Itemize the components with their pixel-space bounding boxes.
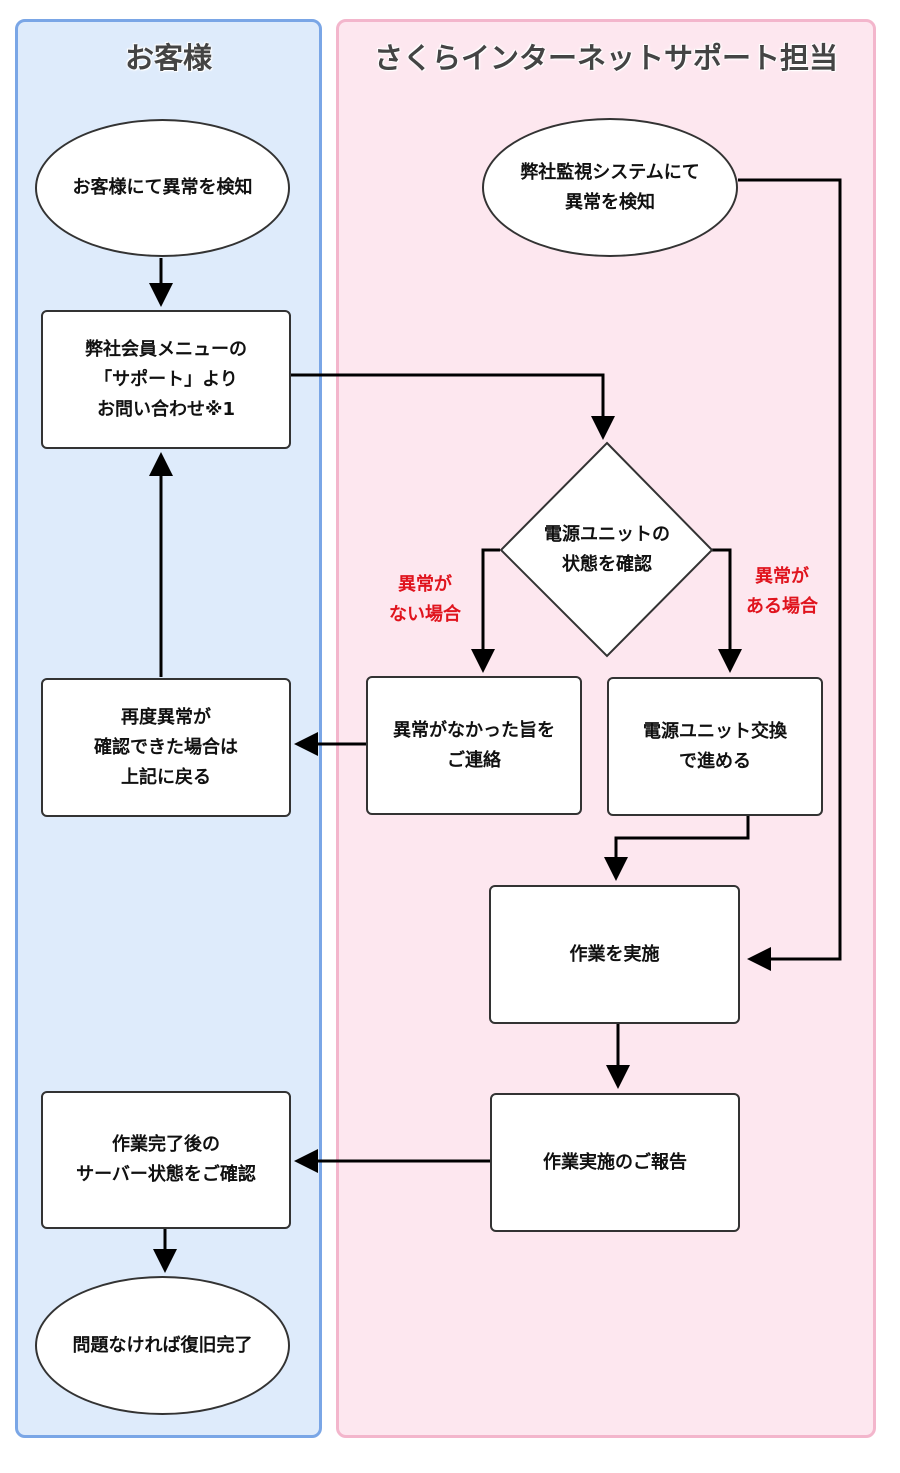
retry-return-node: 再度異常が 確認できた場合は 上記に戻る (41, 678, 291, 817)
psu-replace-node: 電源ユニット交換 で進める (607, 677, 823, 816)
do-work-node: 作業を実施 (489, 885, 740, 1024)
arrow-replace-to-work (604, 816, 750, 881)
arrow-check-to-no-issue (471, 548, 500, 673)
check-psu-diamond (499, 441, 714, 658)
done-node: 問題なければ復旧完了 (35, 1276, 290, 1415)
arrow-system-to-work (738, 178, 842, 971)
report-node: 作業実施のご報告 (490, 1093, 740, 1232)
customer-lane-title: お客様 (124, 41, 212, 75)
system-detect-node: 弊社監視システムにて 異常を検知 (482, 118, 738, 257)
support-lane-title: さくらインターネットサポート担当 (373, 41, 838, 75)
check-psu-label: 電源ユニットの 状態を確認 (544, 524, 670, 575)
customer-detect-node: お客様にて異常を検知 (35, 119, 290, 257)
arrow-menu-to-check (291, 373, 615, 440)
member-menu-node: 弊社会員メニューの 「サポート」より お問い合わせ※1 (41, 310, 291, 449)
no-issue-contact-node: 異常がなかった旨を ご連絡 (366, 676, 582, 815)
condition-has-issue: 異常が ある場合 (746, 566, 818, 617)
confirm-server-node: 作業完了後の サーバー状態をご確認 (41, 1091, 291, 1229)
condition-no-issue: 異常が ない場合 (389, 574, 461, 625)
arrow-check-to-replace (712, 548, 742, 673)
